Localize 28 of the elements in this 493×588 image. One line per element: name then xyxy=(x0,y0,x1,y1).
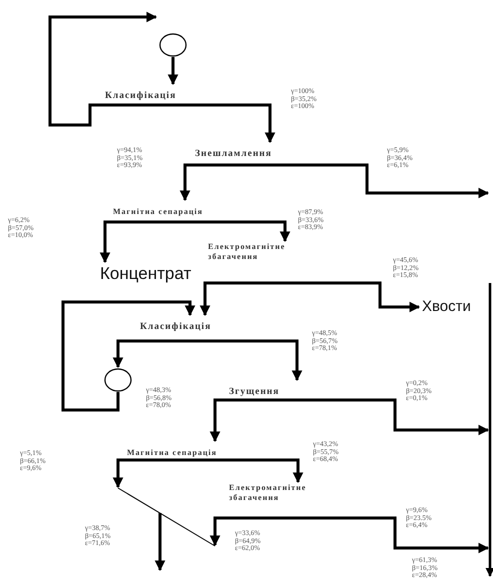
flow-arrow xyxy=(145,104,276,144)
process-label: Магнітна сепарація xyxy=(127,448,217,458)
process-label: Класифікація xyxy=(105,90,176,102)
flow-arrow xyxy=(62,300,196,412)
process-label: Згущення xyxy=(229,386,280,398)
process-label: Електромагнітне збагачення xyxy=(208,242,286,263)
flow-arrow xyxy=(190,458,304,484)
product-label: Хвости xyxy=(422,297,471,316)
process-label: Електромагнітне збагачення xyxy=(229,483,308,504)
flow-arrow xyxy=(48,12,158,126)
flow-arrow xyxy=(112,458,190,488)
flow-arrow xyxy=(264,398,490,436)
flow-arrow xyxy=(180,164,236,202)
flow-arrow xyxy=(112,340,180,368)
flow-arrow xyxy=(258,282,420,312)
flow-arrow xyxy=(100,220,176,264)
product-label: Концентрат xyxy=(100,263,192,285)
flow-arrow xyxy=(236,164,490,198)
flow-arrow xyxy=(200,282,258,316)
flow-arrow xyxy=(180,340,302,382)
process-label: Класифікація xyxy=(140,321,212,334)
flow-arrow xyxy=(168,57,178,86)
flow-arrow xyxy=(210,516,279,546)
process-label: Знешламлення xyxy=(195,148,272,160)
flow-arrow xyxy=(176,220,290,242)
flow-arrow xyxy=(210,398,264,442)
flow-arrow xyxy=(279,516,490,554)
process-label: Магнітна сепарація xyxy=(113,207,203,218)
